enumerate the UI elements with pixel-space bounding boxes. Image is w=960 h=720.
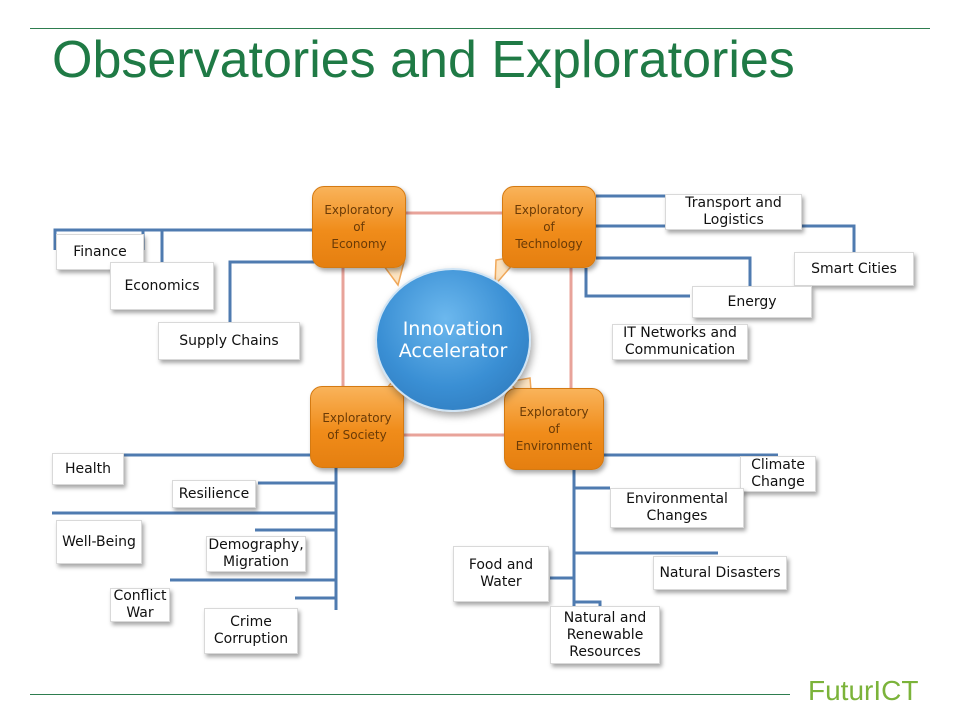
center-square bbox=[341, 211, 573, 437]
supply-chains-box: Supply Chains bbox=[158, 322, 300, 360]
food-water-box: Food and Water bbox=[453, 546, 549, 602]
conflict-war-box: Conflict War bbox=[110, 588, 170, 622]
society-lines bbox=[52, 453, 338, 610]
top-rule bbox=[30, 28, 930, 29]
bottom-rule bbox=[30, 694, 790, 695]
demography-migration-box: Demography, Migration bbox=[206, 536, 306, 572]
natural-resources-box: Natural and Renewable Resources bbox=[550, 606, 660, 664]
environmental-changes-box: Environmental Changes bbox=[610, 488, 744, 528]
resilience-box: Resilience bbox=[172, 480, 256, 508]
environment-lines bbox=[550, 453, 778, 610]
smart-cities-box: Smart Cities bbox=[794, 252, 914, 286]
crime-corruption-box: Crime Corruption bbox=[204, 608, 298, 654]
economics-box: Economics bbox=[110, 262, 214, 310]
exploratory-technology-box: Exploratory of Technology bbox=[502, 186, 596, 268]
climate-change-box: Climate Change bbox=[740, 456, 816, 492]
energy-box: Energy bbox=[692, 286, 812, 318]
health-box: Health bbox=[52, 453, 124, 485]
slide-title: Observatories and Exploratories bbox=[52, 31, 795, 89]
futurict-logo: FuturICT bbox=[808, 675, 919, 706]
innovation-accelerator-circle: Innovation Accelerator bbox=[375, 268, 531, 412]
exploratory-environment-box: Exploratory of Environment bbox=[504, 388, 604, 470]
transport-logistics-box: Transport and Logistics bbox=[665, 194, 802, 230]
exploratory-economy-box: Exploratory of Economy bbox=[312, 186, 406, 268]
it-networks-box: IT Networks and Communication bbox=[612, 324, 748, 360]
well-being-box: Well-Being bbox=[56, 520, 142, 564]
exploratory-society-box: Exploratory of Society bbox=[310, 386, 404, 468]
natural-disasters-box: Natural Disasters bbox=[653, 556, 787, 590]
technology-lines bbox=[584, 194, 856, 298]
